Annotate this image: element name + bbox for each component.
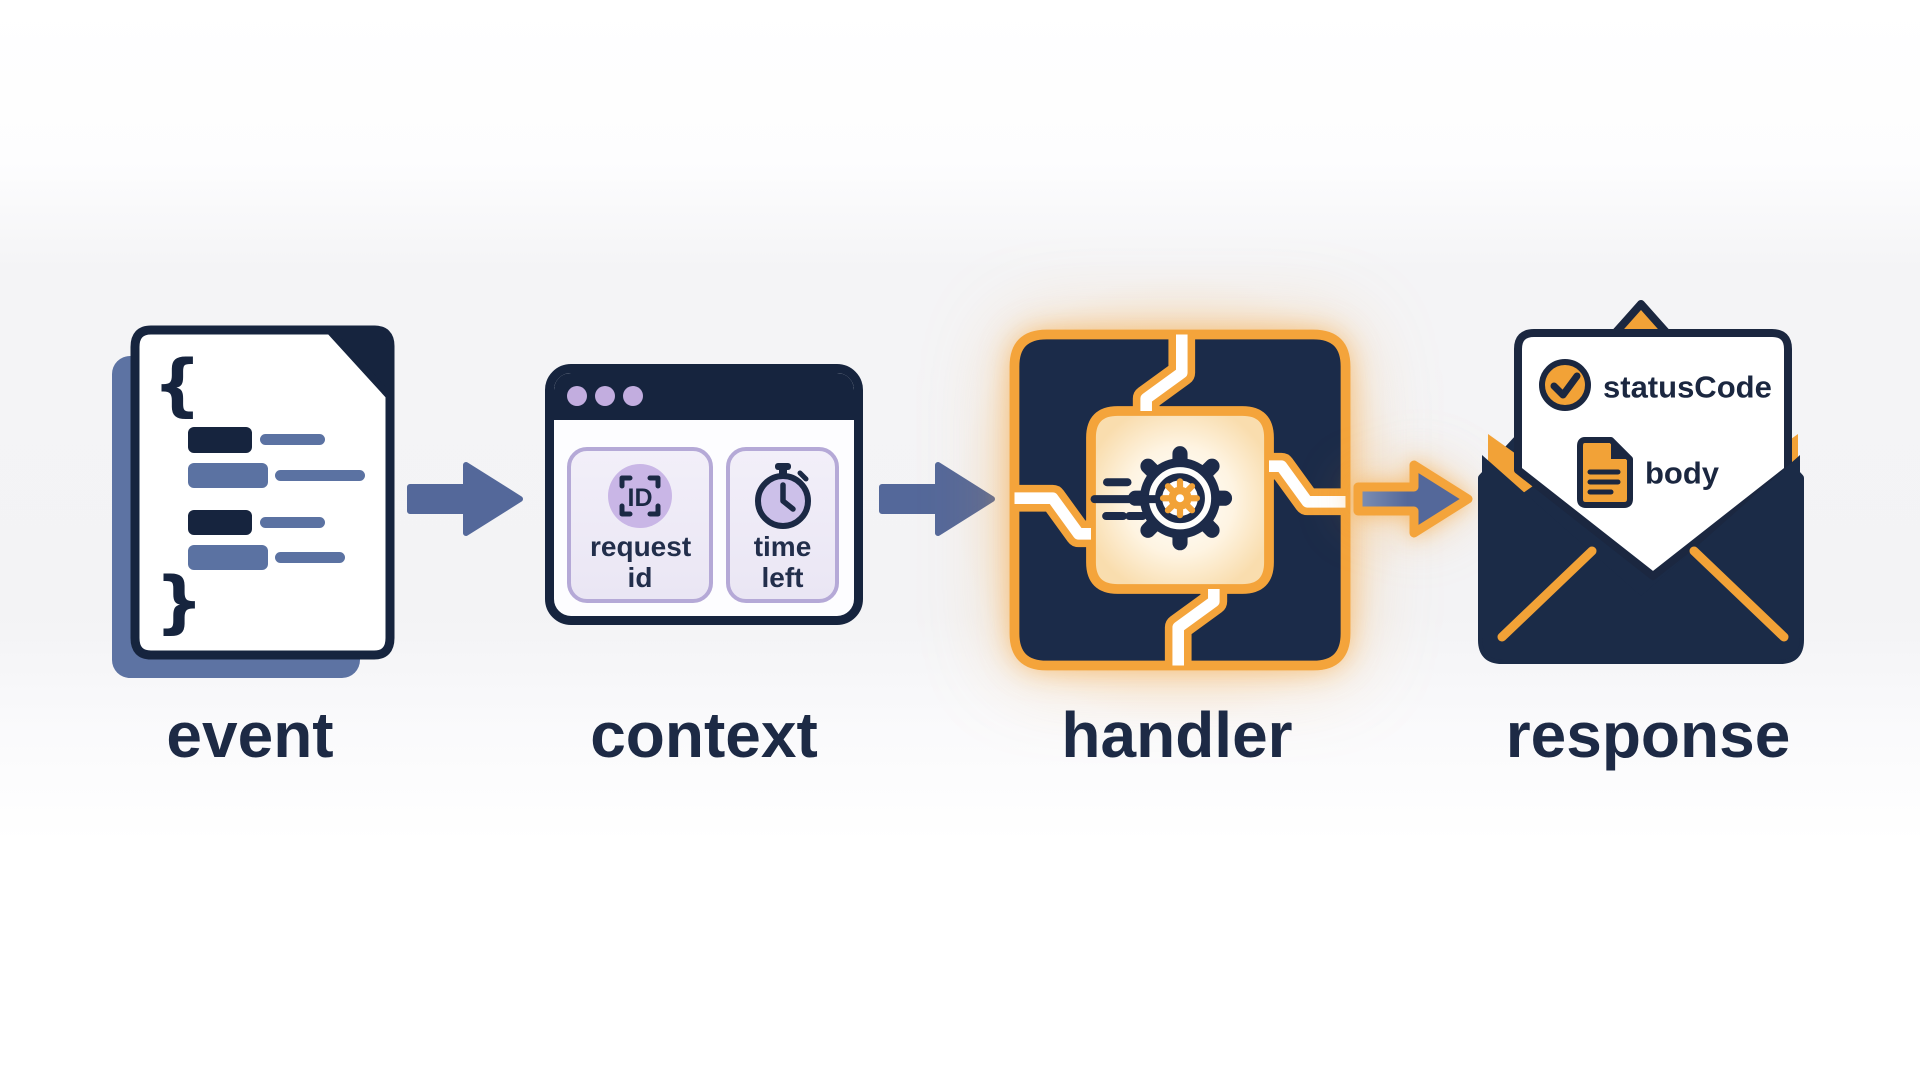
id-scan-badge-icon: ID — [608, 464, 672, 528]
id-badge-text: ID — [628, 484, 653, 512]
json-open-brace: { — [153, 346, 201, 425]
stage-label-response: response — [1505, 699, 1791, 771]
flow-arrow-1-icon — [407, 462, 523, 536]
stage-label-handler: handler — [1061, 699, 1293, 771]
window-dot-icon — [595, 386, 615, 406]
json-document-icon: { } — [112, 325, 395, 678]
time-left-card: time left — [726, 447, 839, 603]
pocket-accent-lines — [1497, 546, 1789, 642]
json-close-brace: } — [155, 563, 203, 642]
flow-arrow-2-icon — [879, 462, 995, 536]
body-row: body — [1577, 437, 1720, 508]
window-titlebar — [554, 373, 854, 420]
stage-label-event: event — [166, 699, 334, 771]
status-code-label: statusCode — [1603, 370, 1772, 405]
open-envelope-icon: statusCode body — [1478, 300, 1804, 664]
document-fold-corner — [324, 325, 394, 401]
stopwatch-icon — [754, 463, 811, 529]
pinwheel-seams — [1014, 334, 1346, 666]
stage-label-context: context — [590, 699, 818, 771]
request-id-card: ID request id — [567, 447, 713, 603]
body-label: body — [1645, 456, 1720, 491]
window-dot-icon — [567, 386, 587, 406]
json-key-value-bars — [188, 427, 365, 570]
status-code-row: statusCode — [1539, 359, 1772, 411]
pinwheel-ring — [1009, 329, 1351, 671]
envelope-pocket — [1482, 455, 1800, 660]
flow-arrow-3-icon — [1353, 460, 1473, 538]
window-dot-icon — [623, 386, 643, 406]
speed-dashes — [1090, 478, 1160, 521]
cycle-gear-icon — [1009, 329, 1351, 671]
request-id-label: request id — [590, 531, 692, 593]
check-circle-icon — [1539, 359, 1591, 411]
inner-sun-gear — [1159, 478, 1201, 519]
browser-window-icon: ID request id time left — [545, 364, 863, 625]
time-left-label: time left — [753, 531, 812, 593]
